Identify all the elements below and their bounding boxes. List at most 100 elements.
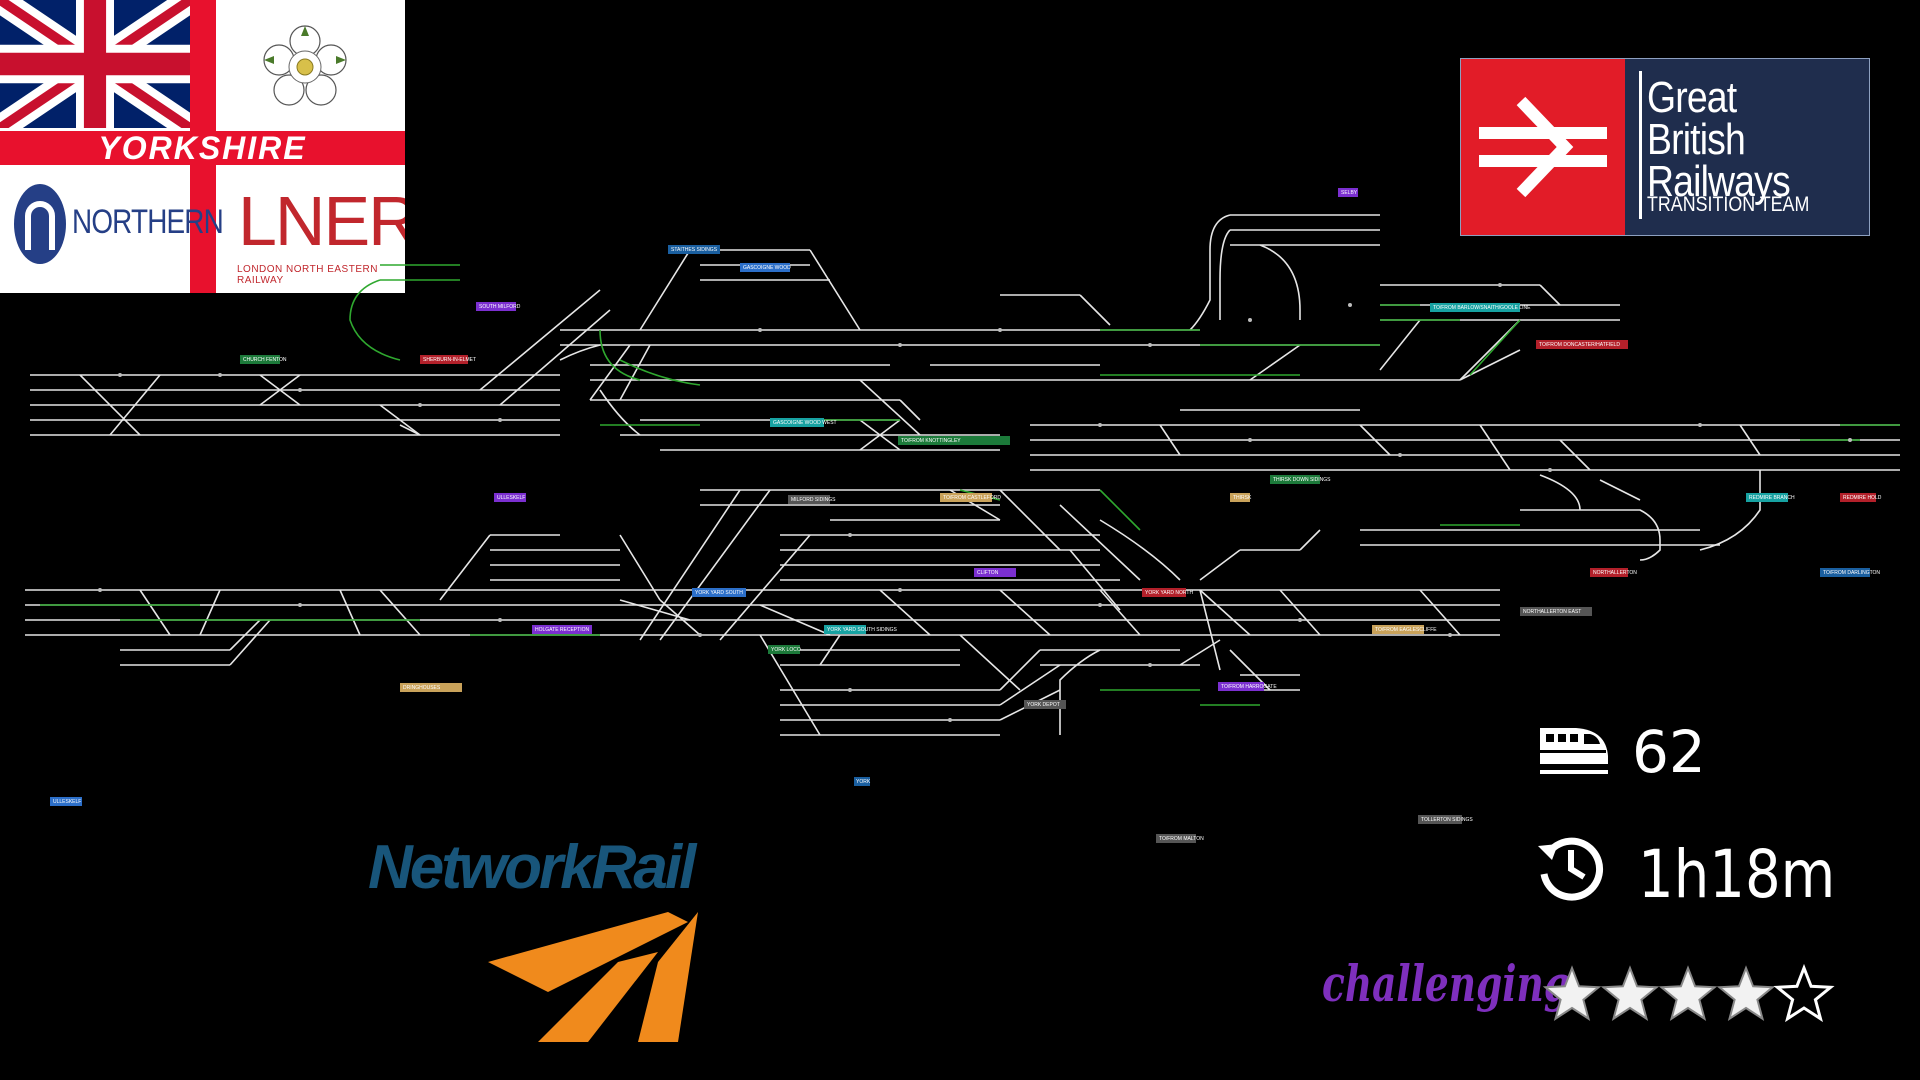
map-label-staithes: STAITHES SIDINGS	[668, 245, 720, 254]
map-label-church-fenton: CHURCH FENTON	[240, 355, 287, 364]
signalled-routes	[40, 264, 1900, 706]
map-label-dringhouses: DRINGHOUSES	[400, 683, 462, 692]
map-label-redmire-branch: REDMIRE BRANCH	[1746, 493, 1795, 502]
svg-text:DRINGHOUSES: DRINGHOUSES	[403, 685, 441, 691]
map-label-darlington: TO/FROM DARLINGTON	[1820, 568, 1880, 577]
map-label-northallerton: NORTHALLERTON	[1590, 568, 1637, 577]
svg-text:YORK YARD SOUTH SIDINGS: YORK YARD SOUTH SIDINGS	[827, 627, 897, 633]
map-label-york-loco: YORK LOCO	[768, 645, 801, 654]
svg-text:YORK: YORK	[856, 779, 871, 785]
operator-flag-panel: YORKSHIRE NORTHERN LNER LONDON NORTH EAS…	[0, 0, 405, 293]
map-label-harrogate: TO/FROM HARROGATE	[1218, 682, 1277, 691]
svg-text:TOLLERTON SIDINGS: TOLLERTON SIDINGS	[1421, 817, 1473, 823]
network-rail-logo: NetworkRail	[368, 832, 708, 1042]
svg-text:CHURCH FENTON: CHURCH FENTON	[243, 357, 287, 363]
svg-text:YORK DEPOT: YORK DEPOT	[1027, 702, 1060, 708]
yorkshire-rose-icon	[263, 25, 347, 106]
svg-text:TO/FROM DONCASTER/HATFIELD: TO/FROM DONCASTER/HATFIELD	[1539, 342, 1620, 348]
map-label-redmire-hold: REDMIRE HOLD	[1840, 493, 1882, 502]
star-filled-icon	[1658, 965, 1718, 1021]
map-label-barlow: TO/FROM BARLOW/SNAITH/GOOLE LINE	[1430, 303, 1531, 312]
gbr-divider	[1639, 71, 1642, 219]
svg-text:HOLGATE RECEPTION: HOLGATE RECEPTION	[535, 627, 589, 633]
difficulty-label: challenging	[1322, 954, 1570, 1013]
map-label-tollerton: TOLLERTON SIDINGS	[1418, 815, 1473, 824]
map-label-castleford: TO/FROM CASTLEFORD	[940, 493, 1001, 502]
lner-full-name: LONDON NORTH EASTERN RAILWAY	[237, 264, 378, 286]
gbr-title: Great British Railways	[1647, 73, 1791, 206]
svg-text:STAITHES SIDINGS: STAITHES SIDINGS	[671, 247, 718, 253]
svg-text:SOUTH MILFORD: SOUTH MILFORD	[479, 304, 521, 310]
map-label-clifton: CLIFTON	[974, 568, 1016, 577]
svg-text:YORK YARD SOUTH: YORK YARD SOUTH	[695, 590, 743, 596]
svg-text:ULLESKELF: ULLESKELF	[497, 495, 525, 501]
svg-text:TO/FROM HARROGATE: TO/FROM HARROGATE	[1221, 684, 1277, 690]
svg-text:MILFORD SIDINGS: MILFORD SIDINGS	[791, 497, 836, 503]
track-diagram: SELBY STAITHES SIDINGS GASCOIGNE WOOD SO…	[25, 188, 1900, 843]
flag-cross-horizontal	[0, 131, 405, 165]
map-label-york-yard-north: YORK YARD NORTH	[1142, 588, 1193, 597]
svg-text:REDMIRE HOLD: REDMIRE HOLD	[1843, 495, 1882, 501]
svg-text:SELBY: SELBY	[1341, 190, 1358, 196]
map-label-gascoigne-west: GASCOIGNE WOOD WEST	[770, 418, 837, 427]
map-label-york-yard-south: YORK YARD SOUTH	[692, 588, 746, 597]
svg-text:NORTHALLERTON: NORTHALLERTON	[1593, 570, 1637, 576]
map-label-selby: SELBY	[1338, 188, 1358, 197]
svg-text:TO/FROM DARLINGTON: TO/FROM DARLINGTON	[1823, 570, 1880, 576]
train-count: 62	[1632, 718, 1706, 786]
network-rail-arrow-icon	[488, 912, 698, 1042]
map-label-thirsk-sidings: THIRSK DOWN SIDINGS	[1270, 475, 1331, 484]
region-label: YORKSHIRE	[98, 130, 307, 166]
map-label-south-milford: SOUTH MILFORD	[476, 302, 521, 311]
map-label-eaglescliffe: TO/FROM EAGLESCLIFFE	[1372, 625, 1437, 634]
map-label-thirsk: THIRSK	[1230, 493, 1252, 502]
track-lines	[25, 214, 1900, 736]
svg-text:NORTHALLERTON EAST: NORTHALLERTON EAST	[1523, 609, 1581, 615]
star-filled-icon	[1542, 965, 1602, 1021]
svg-text:GASCOIGNE WOOD WEST: GASCOIGNE WOOD WEST	[773, 420, 837, 426]
gbr-subtitle: TRANSITION TEAM	[1647, 193, 1810, 216]
signal-markers	[98, 283, 1852, 722]
svg-text:GASCOIGNE WOOD: GASCOIGNE WOOD	[743, 265, 791, 271]
location-labels: SELBY STAITHES SIDINGS GASCOIGNE WOOD SO…	[50, 188, 1882, 843]
map-label-nae-sidings: NORTHALLERTON EAST	[1520, 607, 1592, 616]
double-arrow-icon	[1479, 96, 1607, 198]
network-rail-wordmark: NetworkRail	[368, 833, 696, 902]
svg-text:TO/FROM KNOTTINGLEY: TO/FROM KNOTTINGLEY	[901, 438, 961, 444]
svg-text:ULLESKELF: ULLESKELF	[53, 799, 81, 805]
star-empty-icon	[1773, 963, 1835, 1023]
map-label-york-depot: YORK DEPOT	[1024, 700, 1066, 709]
union-jack-flag	[0, 0, 190, 128]
map-label-ulleskelf: ULLESKELF	[494, 493, 526, 502]
gbr-red-block	[1461, 59, 1625, 235]
svg-text:SHERBURN-IN-ELMET: SHERBURN-IN-ELMET	[423, 357, 476, 363]
svg-text:CLIFTON: CLIFTON	[977, 570, 999, 576]
star-filled-icon	[1716, 965, 1776, 1021]
map-label-malton: TO/FROM MALTON	[1156, 834, 1204, 843]
lner-wordmark: LNER	[238, 182, 405, 260]
scenario-duration: 1h18m	[1638, 836, 1836, 913]
northern-wordmark: NORTHERN	[72, 203, 224, 241]
map-label-york: YORK	[854, 777, 871, 786]
northern-logo-icon	[14, 184, 66, 264]
clock-history-icon	[1538, 837, 1604, 901]
svg-text:TO/FROM MALTON: TO/FROM MALTON	[1159, 836, 1204, 842]
svg-text:THIRSK DOWN SIDINGS: THIRSK DOWN SIDINGS	[1273, 477, 1331, 483]
difficulty-rating	[1542, 963, 1835, 1023]
map-label-sherburn: SHERBURN-IN-ELMET	[420, 355, 476, 364]
train-icon	[1540, 728, 1608, 774]
map-label-yard-south-sidings: YORK YARD SOUTH SIDINGS	[824, 625, 897, 634]
svg-text:THIRSK: THIRSK	[1233, 495, 1252, 501]
star-filled-icon	[1600, 965, 1660, 1021]
svg-text:TO/FROM CASTLEFORD: TO/FROM CASTLEFORD	[943, 495, 1001, 501]
map-label-knottingley: TO/FROM KNOTTINGLEY	[898, 436, 1010, 445]
map-label-gascoigne: GASCOIGNE WOOD	[740, 263, 791, 272]
svg-text:YORK YARD NORTH: YORK YARD NORTH	[1145, 590, 1193, 596]
map-label-holgate: HOLGATE RECEPTION	[532, 625, 592, 634]
gbr-logo: Great British Railways TRANSITION TEAM	[1460, 58, 1870, 236]
svg-text:YORK LOCO: YORK LOCO	[771, 647, 801, 653]
svg-text:TO/FROM BARLOW/SNAITH/GOOLE LI: TO/FROM BARLOW/SNAITH/GOOLE LINE	[1433, 305, 1531, 311]
svg-text:REDMIRE BRANCH: REDMIRE BRANCH	[1749, 495, 1795, 501]
map-label-doncaster: TO/FROM DONCASTER/HATFIELD	[1536, 340, 1628, 349]
map-label-milford-sidings: MILFORD SIDINGS	[788, 495, 836, 504]
